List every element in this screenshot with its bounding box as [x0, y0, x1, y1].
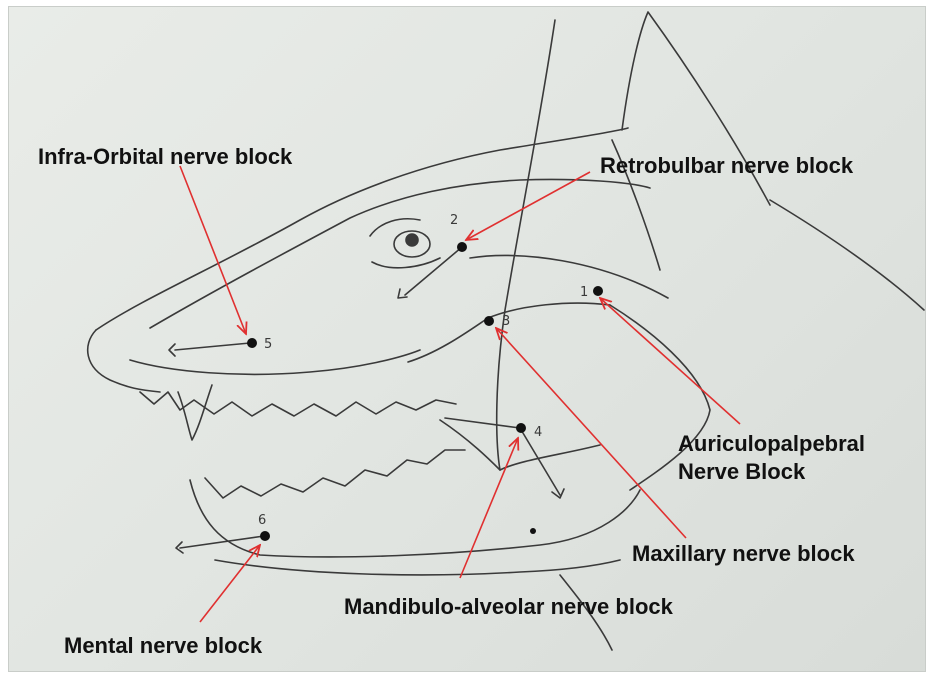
- point-2: [457, 242, 467, 252]
- needle-2: [405, 247, 462, 295]
- num-5: 5: [264, 337, 272, 352]
- needle-5: [175, 343, 250, 350]
- num-4: 4: [534, 425, 542, 440]
- jaw-bottom: [215, 560, 620, 575]
- needle-6: [180, 536, 264, 548]
- point-6: [260, 531, 270, 541]
- upper-teeth: [140, 392, 456, 416]
- arrow-auriculopalpebral: [600, 298, 740, 424]
- label-mandibulo-alveolar: Mandibulo-alveolar nerve block: [344, 593, 673, 621]
- arrow-infra-orbital: [180, 166, 246, 334]
- point-5: [247, 338, 257, 348]
- cheek-line: [408, 303, 610, 362]
- muzzle-front: [88, 330, 160, 392]
- label-infra-orbital: Infra-Orbital nerve block: [38, 143, 292, 171]
- num-6: 6: [258, 513, 266, 528]
- mark-chin: [530, 528, 536, 534]
- point-3: [484, 316, 494, 326]
- needle-5-tail: [169, 344, 175, 356]
- point-1: [593, 286, 603, 296]
- neck-line: [770, 200, 924, 310]
- num-1: 1: [580, 285, 588, 300]
- injection-points: [247, 242, 603, 541]
- upper-canine: [178, 385, 212, 440]
- guide-line: [497, 20, 555, 470]
- label-maxillary: Maxillary nerve block: [632, 540, 855, 568]
- label-retrobulbar: Retrobulbar nerve block: [600, 152, 853, 180]
- label-auriculopalpebral: Auriculopalpebral Nerve Block: [678, 430, 865, 486]
- label-mental: Mental nerve block: [64, 632, 262, 660]
- eye-lower: [372, 258, 440, 268]
- arrow-mental: [200, 545, 260, 622]
- label-auriculopalpebral-line1: Auriculopalpebral: [678, 430, 865, 458]
- num-3: 3: [502, 314, 510, 329]
- needle-4a: [445, 418, 520, 428]
- lower-teeth: [205, 450, 465, 498]
- point-4: [516, 423, 526, 433]
- arrow-maxillary: [496, 328, 686, 538]
- label-auriculopalpebral-line2: Nerve Block: [678, 458, 865, 486]
- num-2: 2: [450, 213, 458, 228]
- zygomatic-arch: [470, 255, 668, 298]
